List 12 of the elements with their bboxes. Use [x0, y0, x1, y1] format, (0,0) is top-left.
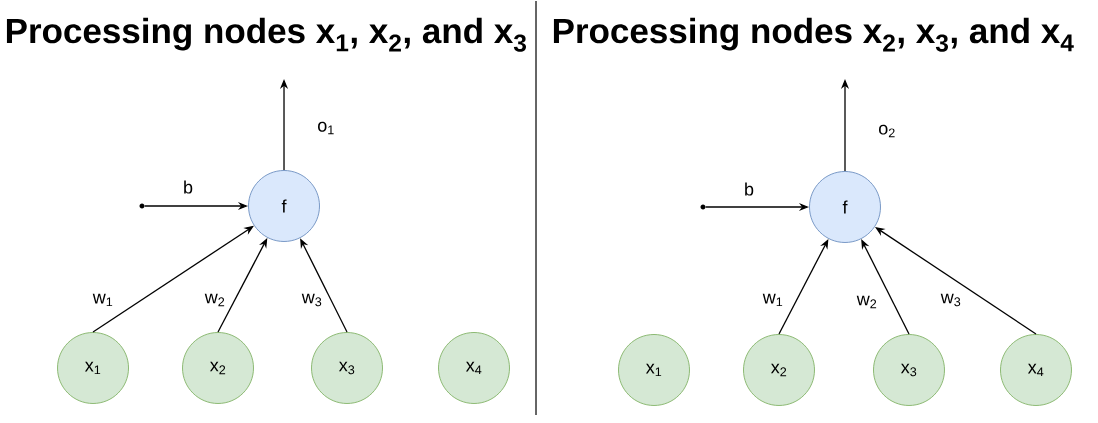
edge-label: w$_{2}$: [203, 292, 227, 308]
heading: Processing nodes x$_{1}$, x$_{2}$, and x$_{3}$: [6, 17, 526, 52]
edge-label: b: [743, 181, 755, 197]
edge-label: w$_{1}$: [761, 292, 785, 308]
edge-label: w$_{3}$: [300, 292, 324, 308]
edge-label: o$_{2}$: [877, 123, 897, 139]
edge-label: b: [182, 179, 194, 195]
edge-label: w$_{3}$: [939, 292, 963, 308]
heading: Processing nodes x$_{2}$, x$_{3}$, and x$_{4}$: [553, 17, 1074, 52]
edge-label: w$_{2}$: [855, 294, 879, 310]
edge-label: o$_{1}$: [316, 120, 336, 136]
edge-label: w$_{1}$: [91, 292, 115, 308]
